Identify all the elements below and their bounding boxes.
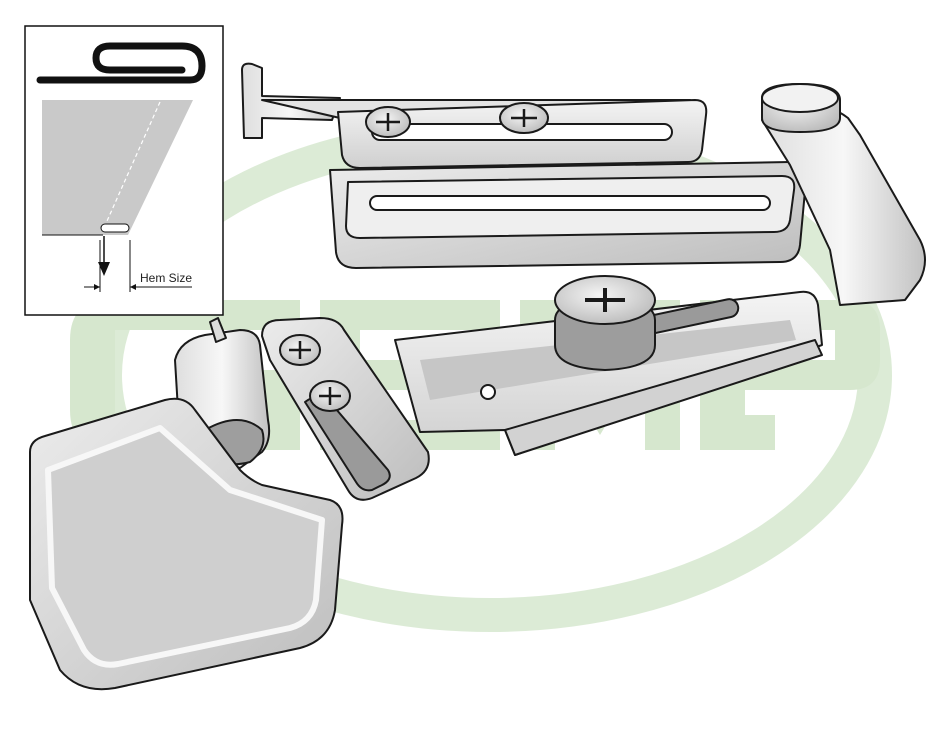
fold-line <box>102 101 161 231</box>
hemmer-attachment <box>29 62 926 691</box>
bar-hole <box>480 384 496 400</box>
hem-size-label: Hem Size <box>140 271 192 285</box>
needle-slot <box>100 223 130 233</box>
screw-head-icon <box>365 106 411 138</box>
fabric-sheet <box>42 100 193 235</box>
thumb-screw-knob <box>554 275 656 371</box>
arrow-down-icon <box>98 236 110 276</box>
hem-fold-icon <box>36 42 206 84</box>
hem-size-inset: Hem Size <box>24 25 224 316</box>
screw-head-icon <box>279 334 321 366</box>
screw-head-icon <box>309 380 351 412</box>
screw-head-icon <box>499 102 549 134</box>
lower-slot <box>369 195 771 211</box>
